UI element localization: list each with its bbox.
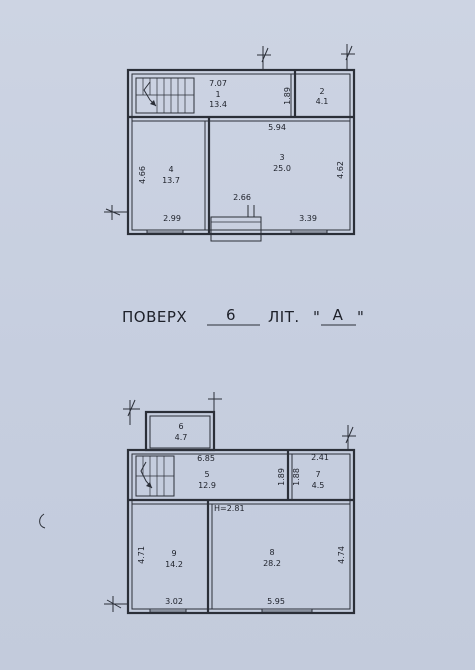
floor-title-lit-value: А — [333, 306, 344, 324]
room-7-number: 7 — [315, 470, 320, 479]
floor-title-lit-label: ЛІТ. — [268, 308, 300, 326]
upper-dim-room4-height: 4.66 — [138, 166, 147, 184]
room-3-number: 3 — [279, 153, 284, 162]
room-8-area: 28.2 — [263, 559, 281, 568]
room-1-area: 13.4 — [209, 100, 227, 109]
lower-dim-room8-width: 5.95 — [267, 597, 285, 606]
upper-staircase — [135, 77, 195, 114]
room-7-area: 4.5 — [312, 481, 325, 490]
lower-dim-room8-height: 4.74 — [337, 546, 346, 564]
lower-outer-wall — [126, 448, 356, 615]
lower-dim-room9-width: 3.02 — [165, 597, 183, 606]
upper-section-mark-top-1 — [257, 46, 271, 70]
room-1-number: 1 — [215, 90, 220, 99]
upper-dim-room3-height: 4.62 — [336, 161, 345, 179]
room-6-area: 4.7 — [175, 433, 188, 442]
lower-dim-room7-width: 2.41 — [311, 453, 329, 462]
lower-section-mark-top-mid — [208, 392, 222, 412]
lower-inner-wall-line — [131, 453, 351, 610]
room-8-number: 8 — [269, 548, 274, 557]
floor-title: ПОВЕРХ 6 ЛІТ. " А " — [122, 306, 364, 326]
floor-title-prefix: ПОВЕРХ — [122, 308, 187, 326]
room-2-number: 2 — [319, 87, 324, 96]
room-5-number: 5 — [204, 470, 209, 479]
floor-title-number: 6 — [226, 306, 236, 324]
lower-section-mark-top-left — [123, 399, 140, 425]
room-4-area: 13.7 — [162, 176, 180, 185]
upper-outer-wall — [126, 68, 356, 236]
room-6-number: 6 — [178, 422, 183, 431]
lower-room6-wall — [144, 410, 216, 452]
lower-dim-hall-depth: 1.89 — [277, 468, 286, 486]
lower-section-mark-left — [104, 596, 128, 612]
lower-dim-room7-depth: 1.88 — [292, 468, 301, 486]
svg-text:": " — [357, 308, 364, 326]
lower-dim-room9-height: 4.71 — [137, 546, 146, 564]
upper-section-mark-left — [104, 205, 128, 220]
upper-balcony — [210, 216, 262, 242]
svg-text:": " — [313, 308, 320, 326]
room-4-number: 4 — [168, 165, 173, 174]
room-2-area: 4.1 — [316, 97, 329, 106]
upper-dim-room3-bottom: 3.39 — [299, 214, 317, 223]
upper-dim-room3-width: 5.94 — [268, 123, 286, 132]
room-5-area: 12.9 — [198, 481, 216, 490]
pen-mark — [39, 513, 46, 529]
lower-section-mark-right — [342, 425, 356, 450]
lower-floor-plan: 6 4.7 6.85 2.41 5 12.9 1.89 1.88 7 4.5 H… — [104, 392, 356, 615]
upper-dim-hall-depth: 1.89 — [283, 87, 292, 105]
room-9-number: 9 — [171, 549, 176, 558]
lower-staircase — [135, 455, 175, 497]
lower-dim-hall-width: 6.85 — [197, 454, 215, 463]
lower-dim-ceiling-height: H=2.81 — [214, 504, 245, 513]
upper-floor-plan: 7.07 1 13.4 1.89 2 4.1 5.94 3 25.0 4.66 … — [104, 44, 356, 242]
upper-dim-balcony: 2.66 — [233, 193, 251, 202]
room-3-area: 25.0 — [273, 164, 291, 173]
upper-section-mark-top-2 — [341, 44, 355, 70]
upper-inner-wall-line — [131, 73, 351, 231]
upper-dim-room4-width: 2.99 — [163, 214, 181, 223]
room-9-area: 14.2 — [165, 560, 183, 569]
upper-dim-hall-width: 7.07 — [209, 79, 227, 88]
